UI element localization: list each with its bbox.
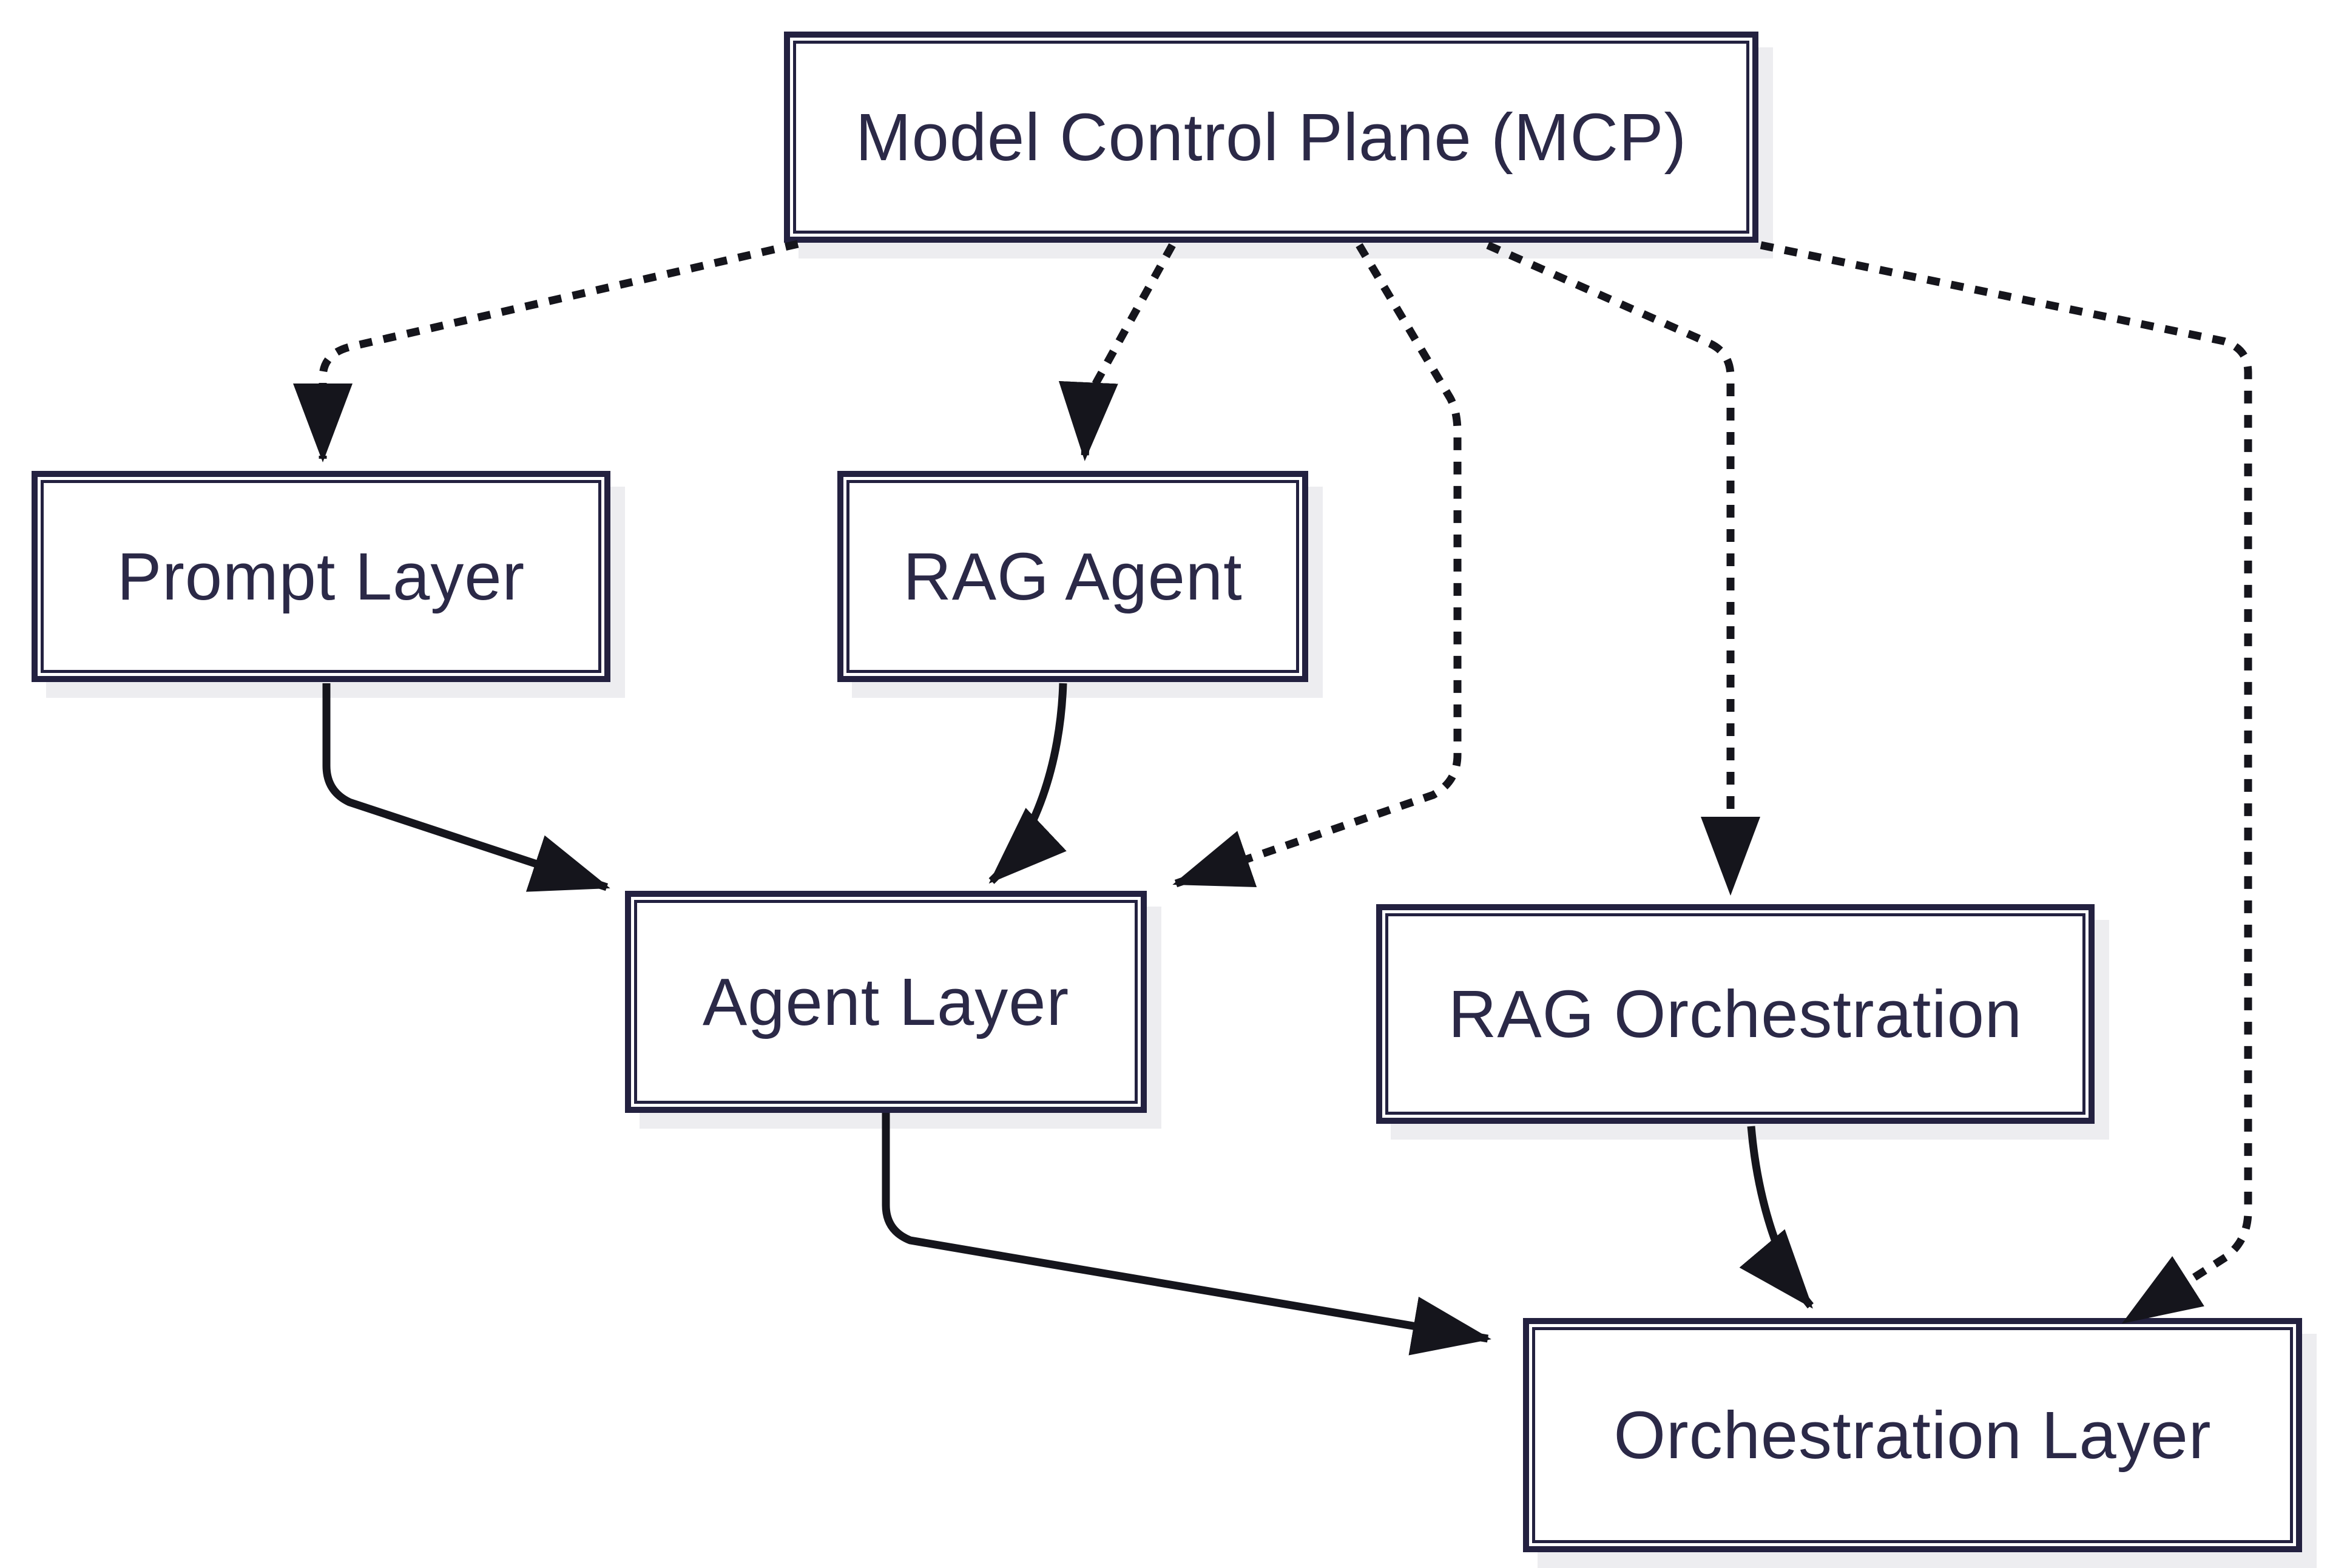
node-rag-agent-label: RAG Agent: [903, 539, 1243, 614]
edge-rag-orchestration-to-orchestration-layer: [1739, 1126, 1814, 1309]
node-agent-layer-label: Agent Layer: [702, 964, 1070, 1039]
node-rag-orchestration-label: RAG Orchestration: [1448, 976, 2023, 1052]
node-agent-layer: Agent Layer: [625, 891, 1147, 1113]
edge-mcp-to-prompt-layer: [293, 240, 799, 463]
edge-agent-layer-to-orchestration-layer: [882, 1113, 1491, 1356]
node-rag-agent: RAG Agent: [837, 471, 1308, 682]
node-orchestration-layer-label: Orchestration Layer: [1613, 1397, 2212, 1473]
node-prompt-layer-label: Prompt Layer: [116, 539, 525, 614]
edge-prompt-layer-to-agent-layer: [322, 683, 610, 892]
edge-rag-agent-to-agent-layer: [988, 683, 1067, 884]
node-model-control-plane-label: Model Control Plane (MCP): [856, 100, 1687, 175]
edge-mcp-to-orchestration-layer: [1760, 241, 2252, 1325]
node-rag-orchestration: RAG Orchestration: [1376, 904, 2095, 1124]
edge-mcp-to-rag-agent: [1058, 243, 1176, 461]
node-prompt-layer: Prompt Layer: [32, 471, 610, 682]
node-model-control-plane: Model Control Plane (MCP): [784, 32, 1758, 243]
node-orchestration-layer: Orchestration Layer: [1523, 1318, 2302, 1552]
edge-mcp-to-rag-orchestration: [1486, 242, 1760, 896]
